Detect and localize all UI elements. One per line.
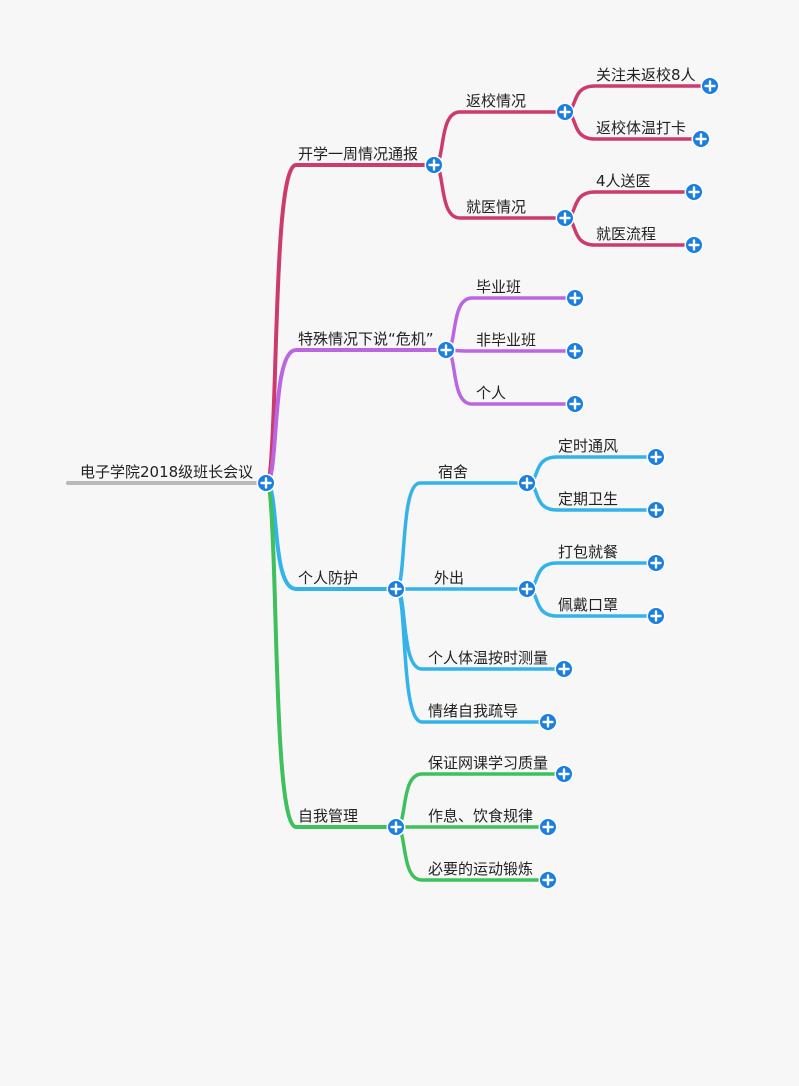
leaf-connector-2-0-0: [525, 455, 658, 485]
plus-circle-icon: [688, 186, 700, 198]
leaf-connector-0-1-0: [563, 190, 696, 220]
branch-connector-0: [264, 163, 436, 485]
plus-circle-icon: [569, 398, 581, 410]
plus-circle-icon: [440, 344, 452, 356]
expand-button-2-1-0[interactable]: [646, 553, 666, 573]
leaf-topic-0-1-1: 就医流程: [596, 225, 656, 243]
plus-circle-icon: [695, 133, 707, 145]
expand-button-0-1-1[interactable]: [684, 235, 704, 255]
subtopic-connector-1-1: [444, 348, 577, 353]
plus-circle-icon: [569, 345, 581, 357]
plus-circle-icon: [542, 821, 554, 833]
plus-circle-icon: [704, 80, 716, 92]
subtopic-1-0: 毕业班: [476, 278, 521, 296]
leaf-topic-2-1-0: 打包就餐: [558, 543, 618, 561]
expand-button-2-2[interactable]: [554, 659, 574, 679]
expand-button-3-1[interactable]: [538, 817, 558, 837]
branch-topic-3: 自我管理: [298, 807, 358, 825]
expand-button-1-2[interactable]: [565, 394, 585, 414]
subtopic-2-0: 宿舍: [438, 463, 468, 481]
expand-button-2[interactable]: [386, 579, 406, 599]
plus-circle-icon: [650, 557, 662, 569]
plus-circle-icon: [390, 821, 402, 833]
leaf-connector-2-1-0: [525, 561, 658, 591]
plus-circle-icon: [428, 159, 440, 171]
expand-button-2-0-1[interactable]: [646, 500, 666, 520]
branch-topic-0: 开学一周情况通报: [298, 145, 418, 163]
leaf-topic-0-0-0: 关注未返校8人: [596, 66, 696, 84]
leaf-topic-2-1-1: 佩戴口罩: [558, 596, 618, 614]
plus-circle-icon: [260, 477, 272, 489]
subtopic-1-1: 非毕业班: [476, 331, 536, 349]
expand-button-0-0-0[interactable]: [700, 76, 720, 96]
expand-button-0-0[interactable]: [555, 102, 575, 122]
expand-button-1-0[interactable]: [565, 288, 585, 308]
root-topic: 电子学院2018级班长会议: [80, 463, 253, 481]
subtopic-2-1: 外出: [434, 569, 464, 587]
subtopic-3-0: 保证网课学习质量: [428, 754, 548, 772]
expand-button-3-2[interactable]: [538, 870, 558, 890]
subtopic-connector-1-2: [444, 348, 577, 406]
plus-circle-icon: [558, 663, 570, 675]
expand-button-2-1-1[interactable]: [646, 606, 666, 626]
plus-circle-icon: [569, 292, 581, 304]
plus-circle-icon: [559, 212, 571, 224]
expand-button-0-0-1[interactable]: [691, 129, 711, 149]
expand-button-3-0[interactable]: [554, 764, 574, 784]
leaf-topic-0-0-1: 返校体温打卡: [596, 119, 686, 137]
plus-circle-icon: [650, 451, 662, 463]
plus-circle-icon: [650, 504, 662, 516]
plus-circle-icon: [650, 610, 662, 622]
plus-circle-icon: [542, 716, 554, 728]
subtopic-2-2: 个人体温按时测量: [428, 649, 548, 667]
connector-lines: [66, 84, 712, 882]
expand-button-2-1[interactable]: [517, 579, 537, 599]
expand-button-0-1-0[interactable]: [684, 182, 704, 202]
expand-button-0[interactable]: [424, 155, 444, 175]
expand-button-root[interactable]: [256, 473, 276, 493]
node-labels: 电子学院2018级班长会议开学一周情况通报返校情况关注未返校8人返校体温打卡就医…: [80, 66, 696, 878]
expand-button-3[interactable]: [386, 817, 406, 837]
leaf-topic-2-0-1: 定期卫生: [558, 490, 618, 508]
plus-circle-icon: [390, 583, 402, 595]
expand-button-2-3[interactable]: [538, 712, 558, 732]
subtopic-connector-0-0: [432, 110, 567, 167]
expand-button-2-0-0[interactable]: [646, 447, 666, 467]
subtopic-3-2: 必要的运动锻炼: [428, 860, 533, 878]
plus-circle-icon: [688, 239, 700, 251]
expand-buttons: [256, 76, 720, 890]
plus-circle-icon: [521, 477, 533, 489]
plus-circle-icon: [542, 874, 554, 886]
branch-connector-1: [264, 348, 448, 485]
expand-button-1-1[interactable]: [565, 341, 585, 361]
subtopic-0-0: 返校情况: [466, 92, 526, 110]
leaf-topic-0-1-0: 4人送医: [596, 172, 651, 190]
plus-circle-icon: [521, 583, 533, 595]
subtopic-2-3: 情绪自我疏导: [428, 702, 518, 720]
branch-connector-3: [264, 481, 398, 829]
plus-circle-icon: [558, 768, 570, 780]
subtopic-0-1: 就医情况: [466, 198, 526, 216]
leaf-connector-0-0-0: [563, 84, 712, 114]
leaf-topic-2-0-0: 定时通风: [558, 437, 618, 455]
branch-topic-2: 个人防护: [298, 569, 358, 587]
subtopic-3-1: 作息、饮食规律: [428, 807, 533, 825]
plus-circle-icon: [559, 106, 571, 118]
subtopic-1-2: 个人: [476, 384, 506, 402]
expand-button-2-0[interactable]: [517, 473, 537, 493]
branch-topic-1: 特殊情况下说“危机”: [298, 330, 434, 348]
expand-button-1[interactable]: [436, 340, 456, 360]
expand-button-0-1[interactable]: [555, 208, 575, 228]
